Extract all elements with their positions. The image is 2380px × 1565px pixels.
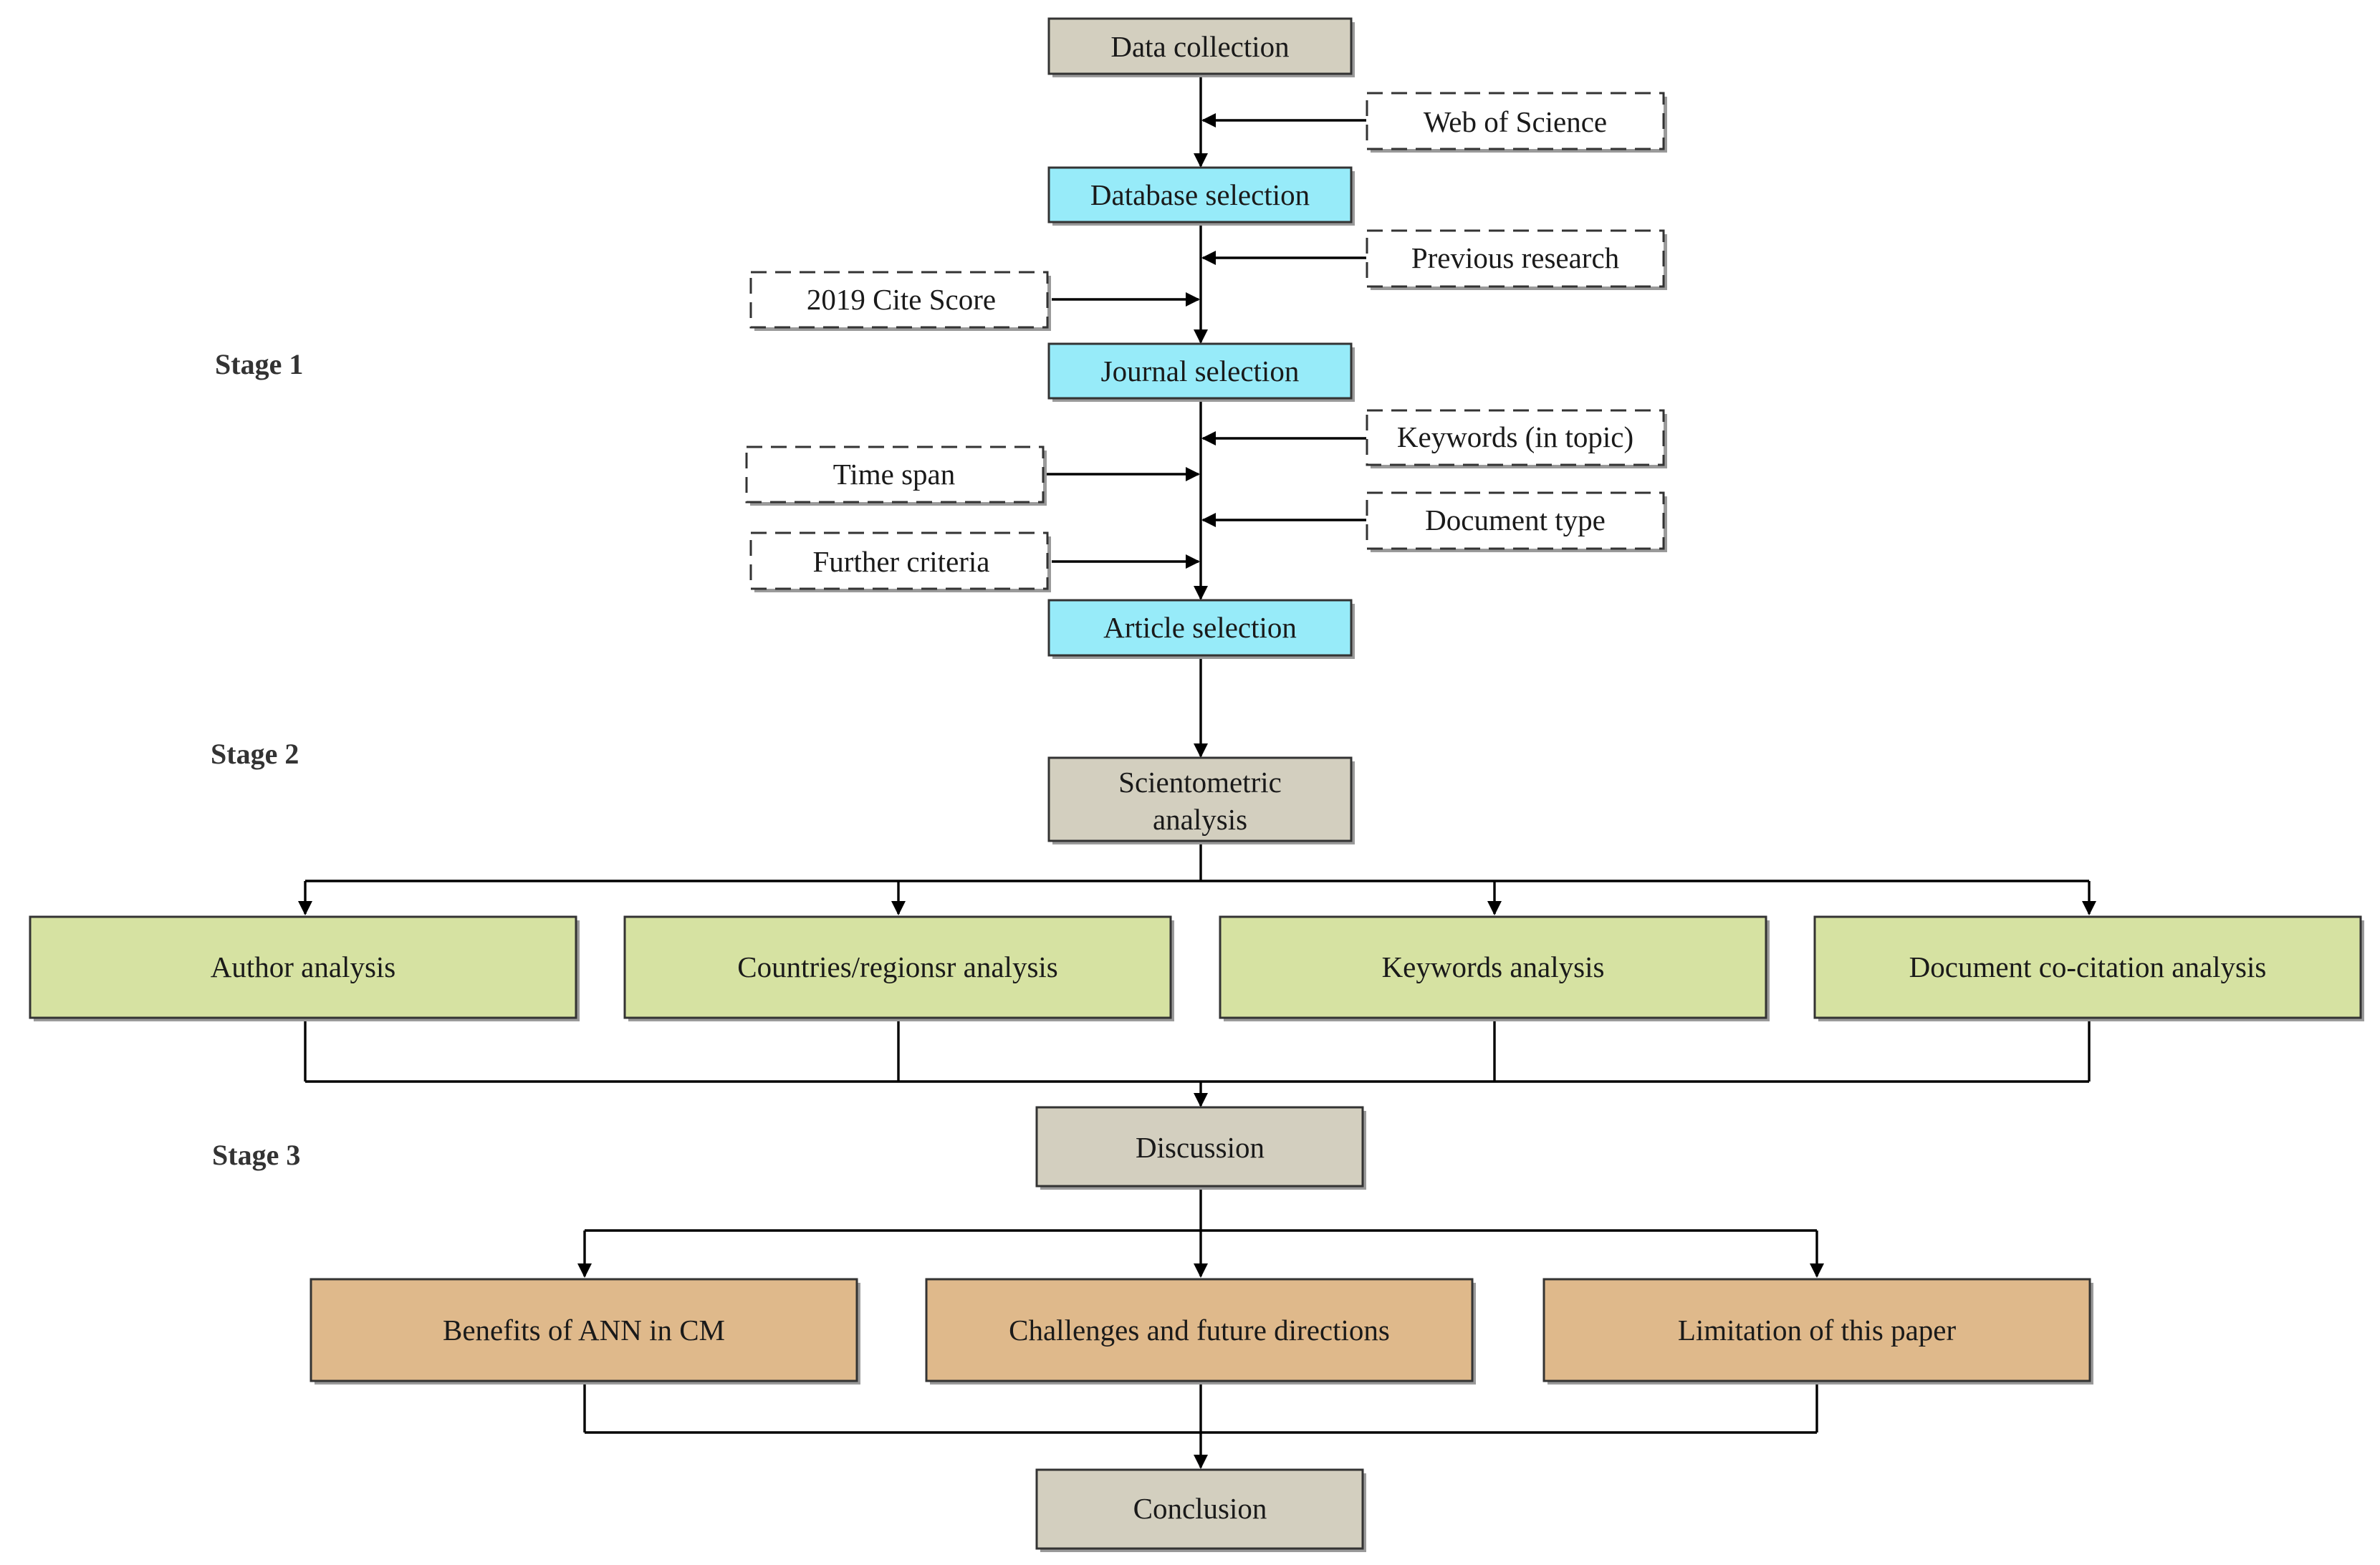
further-criteria-box: Further criteria (749, 531, 1051, 592)
cite-score-box: 2019 Cite Score (749, 271, 1051, 331)
journal-selection-label: Journal selection (1101, 355, 1300, 387)
stage-2-label: Stage 2 (211, 738, 299, 770)
scientometric-label-line2: analysis (1153, 803, 1247, 836)
cocitation-analysis-label: Document co-citation analysis (1909, 950, 2267, 983)
conclusion-box: Conclusion (1035, 1468, 1366, 1552)
document-type-label: Document type (1425, 504, 1606, 536)
data-collection-label: Data collection (1110, 30, 1289, 63)
cocitation-analysis-box: Document co-citation analysis (1813, 915, 2364, 1021)
benefits-box: Benefits of ANN in CM (310, 1278, 860, 1385)
countries-analysis-label: Countries/regionsr analysis (737, 950, 1058, 983)
challenges-box: Challenges and future directions (925, 1278, 1476, 1385)
previous-research-box: Previous research (1366, 229, 1667, 290)
keywords-analysis-label: Keywords analysis (1382, 950, 1605, 983)
stage-1-label: Stage 1 (215, 348, 303, 380)
limitation-box: Limitation of this paper (1542, 1278, 2093, 1385)
cite-score-label: 2019 Cite Score (807, 283, 996, 316)
keywords-in-topic-label: Keywords (in topic) (1397, 420, 1633, 453)
further-criteria-label: Further criteria (812, 545, 989, 578)
database-selection-label: Database selection (1090, 178, 1310, 211)
web-of-science-box: Web of Science (1366, 92, 1667, 153)
keywords-analysis-box: Keywords analysis (1219, 915, 1770, 1021)
time-span-label: Time span (833, 458, 956, 491)
database-selection-box: Database selection (1047, 166, 1355, 226)
time-span-box: Time span (745, 446, 1047, 506)
keywords-in-topic-box: Keywords (in topic) (1366, 409, 1667, 468)
benefits-label: Benefits of ANN in CM (443, 1314, 725, 1347)
data-collection-box: Data collection (1047, 17, 1355, 77)
document-type-box: Document type (1366, 491, 1667, 552)
web-of-science-label: Web of Science (1424, 105, 1607, 138)
scientometric-label-line1: Scientometric (1118, 766, 1282, 799)
conclusion-label: Conclusion (1133, 1492, 1267, 1525)
author-analysis-box: Author analysis (29, 915, 580, 1021)
article-selection-box: Article selection (1047, 599, 1355, 659)
scientometric-analysis-box: Scientometric analysis (1047, 756, 1355, 844)
article-selection-label: Article selection (1103, 611, 1297, 644)
stage-3-label: Stage 3 (212, 1139, 300, 1171)
previous-research-label: Previous research (1411, 241, 1619, 274)
discussion-box: Discussion (1035, 1106, 1366, 1190)
countries-analysis-box: Countries/regionsr analysis (623, 915, 1174, 1021)
author-analysis-label: Author analysis (211, 950, 396, 983)
discussion-label: Discussion (1136, 1131, 1265, 1164)
challenges-label: Challenges and future directions (1009, 1314, 1390, 1347)
connectors (298, 76, 2096, 1469)
limitation-label: Limitation of this paper (1678, 1314, 1957, 1347)
journal-selection-box: Journal selection (1047, 342, 1355, 402)
